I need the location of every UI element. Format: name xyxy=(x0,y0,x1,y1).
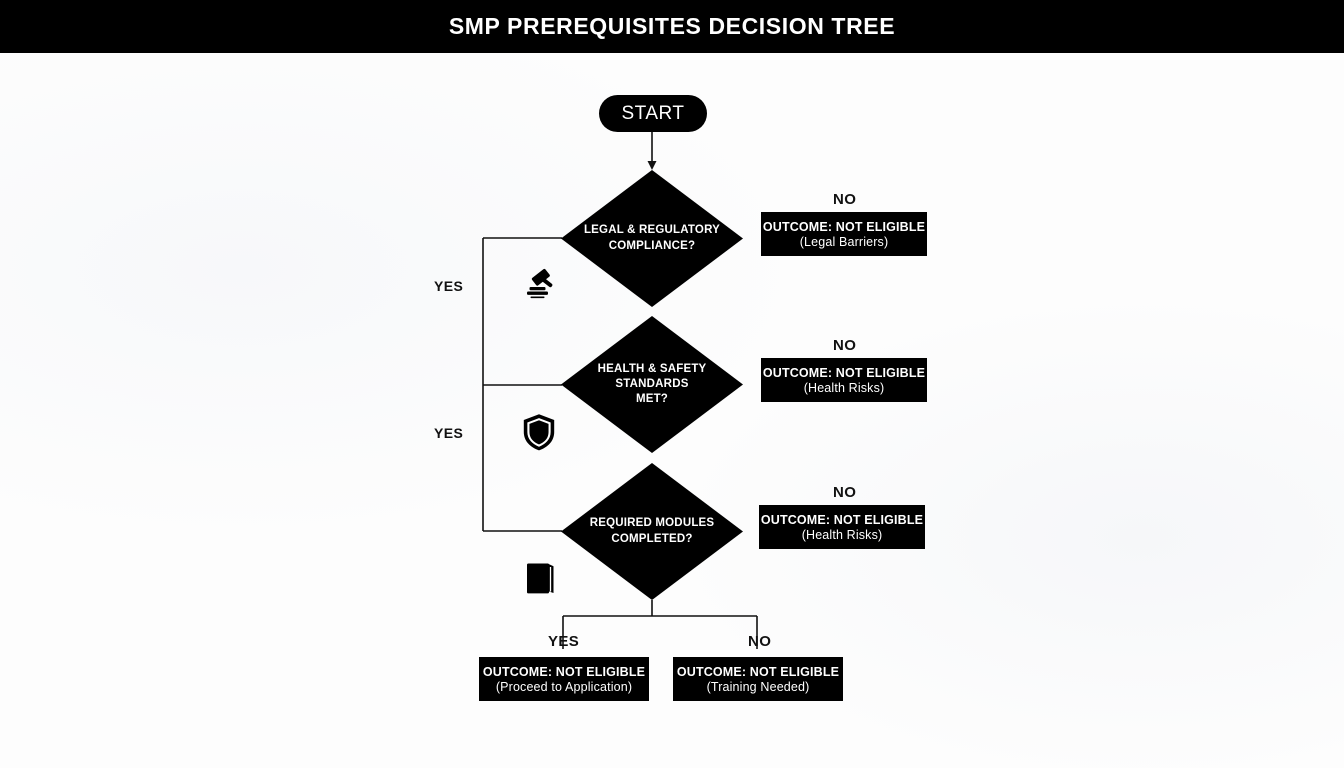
arrowhead-start-to-legal xyxy=(647,161,657,170)
outcome-sub: (Health Risks) xyxy=(803,380,885,395)
diamond-shape xyxy=(561,463,743,600)
gavel-icon xyxy=(518,264,560,306)
yes-label-safety: YES xyxy=(434,425,464,441)
start-node[interactable]: START xyxy=(599,95,707,132)
shield-icon xyxy=(518,411,560,453)
decision-node-safety[interactable]: HEALTH & SAFETY STANDARDS MET? xyxy=(561,316,743,453)
outcome-modules-not-eligible[interactable]: OUTCOME: NOT ELIGIBLE (Health Risks) xyxy=(759,505,925,549)
outcome-main: OUTCOME: NOT ELIGIBLE xyxy=(676,664,840,679)
outcome-sub: (Legal Barriers) xyxy=(799,234,889,249)
outcome-legal-not-eligible[interactable]: OUTCOME: NOT ELIGIBLE (Legal Barriers) xyxy=(761,212,927,256)
outcome-main: OUTCOME: NOT ELIGIBLE xyxy=(482,664,646,679)
start-label: START xyxy=(621,102,685,124)
terminal-yes-label: YES xyxy=(548,633,580,650)
no-label-modules: NO xyxy=(833,484,857,501)
terminal-no-label: NO xyxy=(748,633,772,650)
title-bar: SMP PREREQUISITES DECISION TREE xyxy=(0,0,1344,53)
yes-label-legal: YES xyxy=(434,278,464,294)
outcome-main: OUTCOME: NOT ELIGIBLE xyxy=(762,365,926,380)
outcome-proceed-to-application[interactable]: OUTCOME: NOT ELIGIBLE (Proceed to Applic… xyxy=(479,657,649,701)
book-icon xyxy=(520,558,562,600)
outcome-main: OUTCOME: NOT ELIGIBLE xyxy=(760,512,924,527)
page-title: SMP PREREQUISITES DECISION TREE xyxy=(448,13,896,39)
decision-node-legal[interactable]: LEGAL & REGULATORY COMPLIANCE? xyxy=(561,170,743,307)
diamond-shape xyxy=(561,316,743,453)
outcome-sub: (Proceed to Application) xyxy=(495,679,633,694)
connector-lines xyxy=(482,132,758,649)
decision-tree-canvas: START LEGAL & REGULATORY COMPLIANCE? YES… xyxy=(0,53,1344,768)
decision-node-modules[interactable]: REQUIRED MODULES COMPLETED? xyxy=(561,463,743,600)
outcome-safety-not-eligible[interactable]: OUTCOME: NOT ELIGIBLE (Health Risks) xyxy=(761,358,927,402)
no-label-safety: NO xyxy=(833,337,857,354)
outcome-main: OUTCOME: NOT ELIGIBLE xyxy=(762,219,926,234)
diamond-shape xyxy=(561,170,743,307)
outcome-sub: (Training Needed) xyxy=(706,679,810,694)
outcome-sub: (Health Risks) xyxy=(801,527,883,542)
no-label-legal: NO xyxy=(833,191,857,208)
outcome-training-needed[interactable]: OUTCOME: NOT ELIGIBLE (Training Needed) xyxy=(673,657,843,701)
